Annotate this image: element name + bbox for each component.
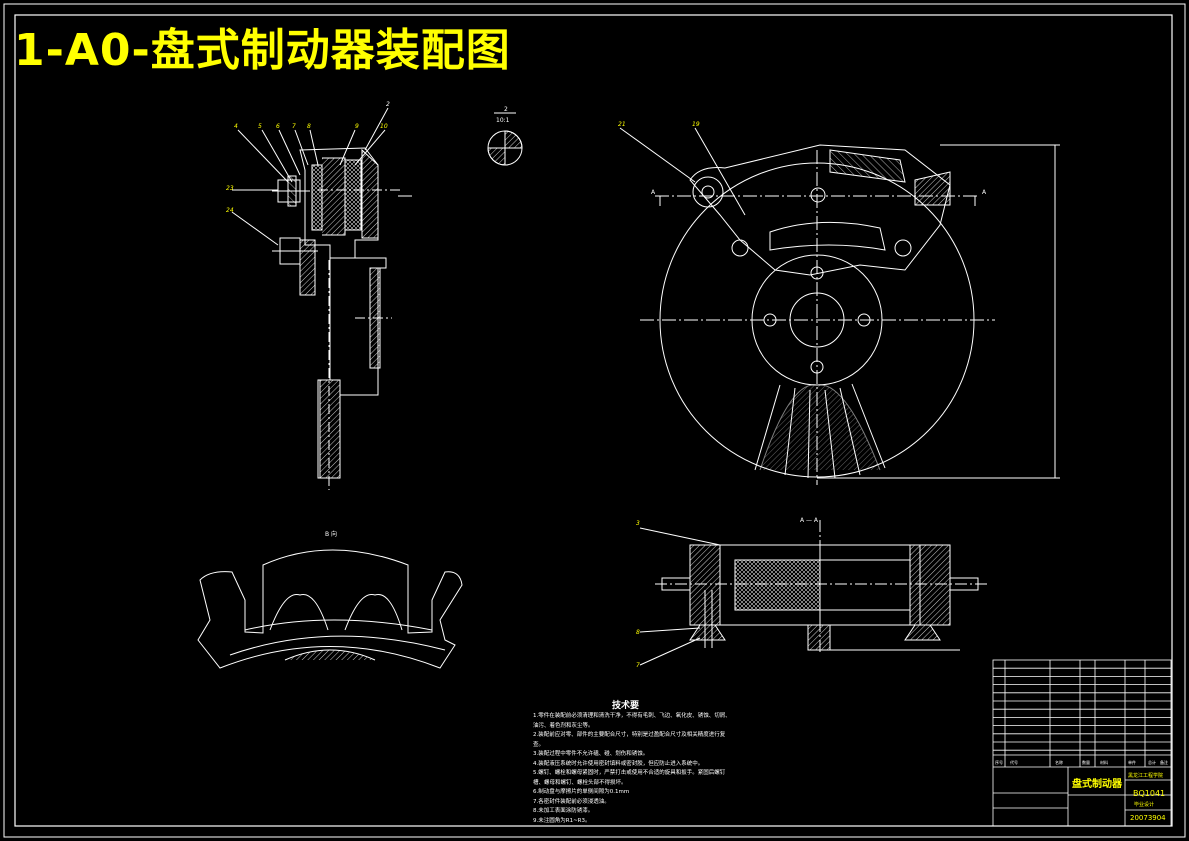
bom-header-1: 代号 [1010,759,1018,765]
frame-inner [14,14,1173,827]
student-number: 20073904 [1130,814,1166,822]
tech-requirement-item: 查。 [533,741,545,748]
tech-requirement-item: 7.各密封件装配前必须浸透油。 [533,798,610,805]
section-mark-right: A [982,189,987,196]
section-view-label: A — A [800,517,819,524]
callout-8: 8 [307,123,311,130]
tech-requirement-item: 3.装配过程中零件不允许磕、碰、划伤和锈蚀。 [533,751,649,757]
callout-6: 6 [276,123,280,130]
section-mark-left: A [651,189,656,196]
view-labels: 2 10:1 A A A — A B 向 [325,106,987,538]
drawing-name: 盘式制动器 [1072,777,1123,790]
section-view-left [231,107,412,490]
tech-requirements-title: 技术要 [612,701,640,711]
school-name: 黑龙江工程学院 [1128,772,1163,779]
tech-requirement-item: 6.制动盘与摩擦片的单侧间隙为0.1mm [533,789,630,795]
callout-7b: 7 [636,662,640,669]
tech-requirement-item: 槽、螺母和螺钉、螺栓头部不得损坏。 [533,779,627,786]
bom-header-6: 总计 [1148,759,1156,765]
drawing-number: BQ1041 [1133,789,1165,798]
callout-2: 2 [386,101,390,108]
disc-view [619,127,1060,485]
tech-requirement-item: 油污、着色剂和灰尘等。 [533,722,594,729]
callout-10: 10 [380,123,388,130]
tech-requirement-item: 1.零件在装配前必须清理和清洗干净，不得有毛刺、飞边、氧化皮、锈蚀、切屑、 [533,713,731,719]
bom-header-3: 数量 [1082,759,1090,765]
callout-9: 9 [355,123,359,130]
section-aa [639,520,990,666]
bom-header-5: 单件 [1128,759,1136,765]
tech-requirements-list: 1.零件在装配前必须清理和清洗干净，不得有毛刺、飞边、氧化皮、锈蚀、切屑、 油污… [533,712,788,826]
callout-21: 21 [618,121,626,128]
bom-header-0: 序号 [995,759,1003,765]
b-view-label: B 向 [325,530,337,538]
design-note: 毕业设计 [1134,801,1154,808]
callout-5: 5 [258,123,262,130]
callout-3: 3 [636,520,640,527]
callout-labels: 4 5 6 7 8 9 10 2 23 24 21 19 3 8 7 [226,101,700,669]
tech-requirement-item: 8.未加工表面涂防锈漆。 [533,808,594,814]
bom-header-7: 备注 [1160,759,1168,765]
callout-19: 19 [692,121,700,128]
tech-requirement-item: 5.螺钉、螺栓和螺母紧固时，严禁打击或使用不合适的旋具和扳手。紧固后螺钉 [533,770,726,776]
callout-8b: 8 [636,629,640,636]
tech-requirement-item: 2.装配前应对零、部件的主要配合尺寸，特别是过盈配合尺寸及相关精度进行复 [533,732,726,738]
frame-outer [3,3,1186,838]
title-block-text: 盘式制动器 BQ1041 黑龙江工程学院 20073904 毕业设计 [1072,772,1166,822]
callout-7: 7 [292,123,296,130]
pad-view [197,549,463,669]
detail-view [487,112,523,166]
callout-24: 24 [226,207,234,214]
detail-scale: 10:1 [496,117,510,124]
tech-requirement-item: 4.装配液压系统时允许使用密封填料或密封胶，但应防止进入系统中。 [533,760,704,767]
title-block-headers: 序号 代号 名称 数量 材料 单件 总计备注 [995,759,1168,765]
drawing-title: 1-A0-盘式制动器装配图 [14,25,511,76]
callout-4: 4 [234,123,238,130]
title-block [992,659,1172,827]
callout-23: 23 [226,185,234,192]
tech-requirement-item: 9.未注圆角为R1~R3。 [533,817,591,824]
bom-header-4: 材料 [1100,759,1108,765]
detail-label: 2 [504,106,508,113]
bom-header-2: 名称 [1055,759,1063,765]
